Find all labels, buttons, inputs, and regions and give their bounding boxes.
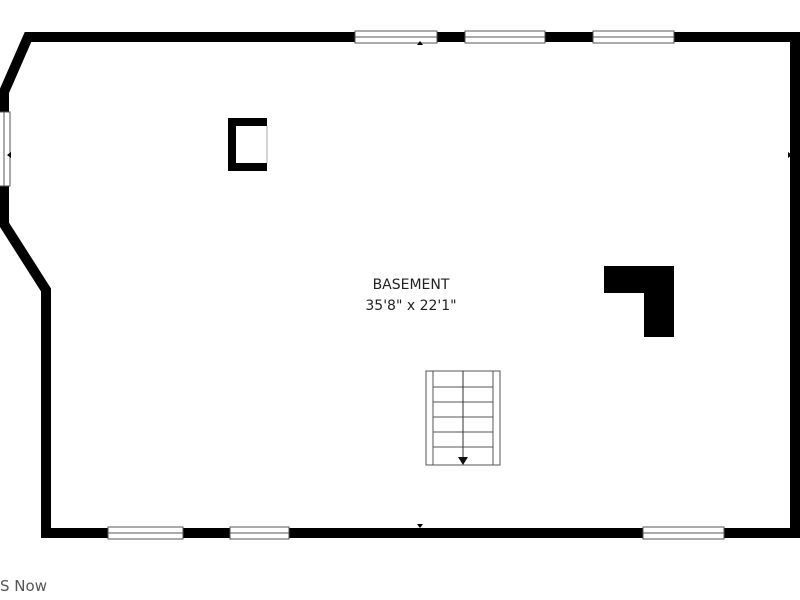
window-bottom-3: [642, 526, 725, 540]
watermark-text: S Now: [0, 577, 47, 595]
window-top-2: [464, 30, 546, 44]
window-left: [0, 111, 11, 187]
window-bottom-2: [229, 526, 290, 540]
marker-right: [788, 152, 792, 158]
l-shaped-column: [604, 266, 674, 337]
marker-top: [417, 41, 423, 45]
marker-left: [7, 152, 11, 158]
staircase: [425, 370, 501, 466]
room-dimensions: 35'8" x 22'1": [365, 298, 457, 314]
window-top-1: [354, 30, 438, 44]
room-label: BASEMENT 35'8" x 22'1": [311, 275, 511, 317]
window-top-3: [592, 30, 675, 44]
window-bottom-1: [107, 526, 184, 540]
room-name: BASEMENT: [372, 277, 450, 293]
stair-direction-arrow-icon: [458, 457, 468, 465]
marker-bottom: [417, 524, 423, 528]
chimney: [228, 118, 268, 171]
